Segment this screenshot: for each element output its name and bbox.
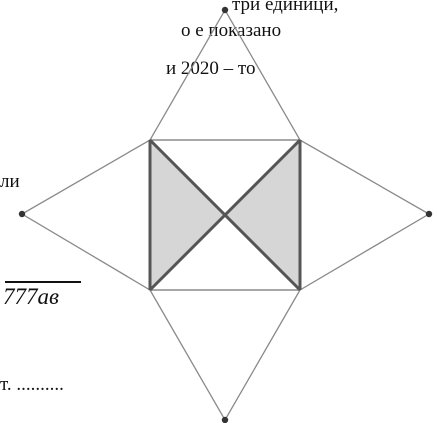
overline-bar [5, 281, 81, 283]
right-shaded-triangle [225, 140, 300, 290]
text-fragment-1: три единици, [232, 0, 339, 15]
apex-point-left [18, 210, 26, 218]
text-fragment-4: ли [0, 171, 20, 192]
overline-number-expression: 777ав [3, 284, 59, 309]
apex-point-top [221, 6, 229, 14]
top-triangle [148, 8, 302, 141]
bottom-triangle [148, 289, 302, 422]
text-fragment-2: о е показано [181, 20, 282, 41]
apex-point-bottom [221, 416, 229, 423]
text-fragment-5: т. .......... [0, 374, 64, 395]
diagonal-2 [148, 138, 302, 292]
left-triangle [20, 138, 151, 292]
right-triangle [299, 138, 431, 292]
apex-point-right [425, 210, 433, 218]
left-shaded-triangle [150, 140, 225, 290]
